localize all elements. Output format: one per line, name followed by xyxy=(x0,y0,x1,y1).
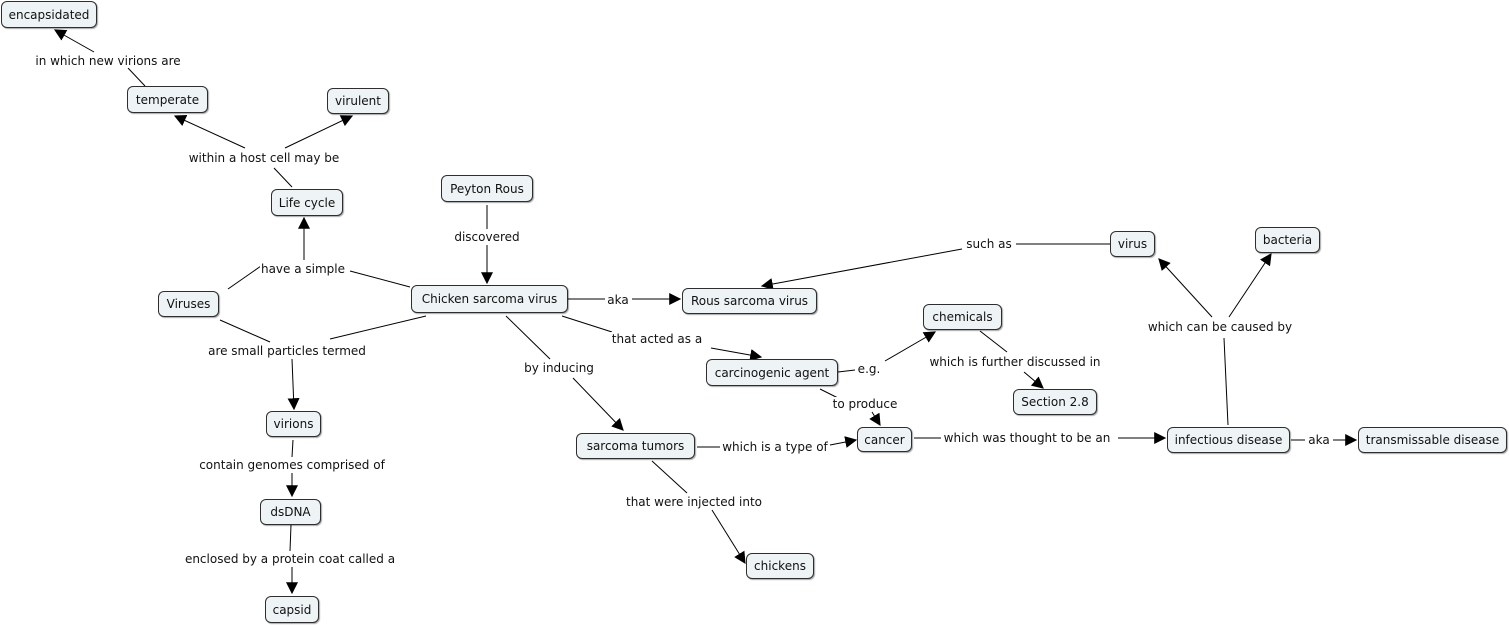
concept-chicken-sarcoma-virus[interactable]: Chicken sarcoma virus xyxy=(411,285,568,313)
link-to-produce[interactable]: to produce xyxy=(831,397,899,411)
link-enclosed-by-a-protein-coat[interactable]: enclosed by a protein coat called a xyxy=(183,552,397,566)
concept-viruses[interactable]: Viruses xyxy=(158,291,219,317)
link-which-can-be-caused-by[interactable]: which can be caused by xyxy=(1146,320,1294,334)
concept-life-cycle[interactable]: Life cycle xyxy=(271,189,343,216)
link-which-was-thought-to-be-an[interactable]: which was thought to be an xyxy=(942,431,1112,445)
link-such-as[interactable]: such as xyxy=(965,237,1013,251)
link-that-acted-as-a[interactable]: that acted as a xyxy=(610,332,704,346)
link-within-a-host-cell-may-be[interactable]: within a host cell may be xyxy=(187,151,341,165)
concept-cancer[interactable]: cancer xyxy=(857,427,912,452)
link-are-small-particles-termed[interactable]: are small particles termed xyxy=(207,344,367,358)
link-aka-rous[interactable]: aka xyxy=(606,293,630,307)
concept-virulent[interactable]: virulent xyxy=(327,88,389,114)
link-have-a-simple[interactable]: have a simple xyxy=(259,262,347,276)
concept-section-2-8[interactable]: Section 2.8 xyxy=(1013,389,1097,415)
link-which-is-a-type-of[interactable]: which is a type of xyxy=(721,440,829,454)
concept-chemicals[interactable]: chemicals xyxy=(923,304,1002,330)
link-aka-transmissable[interactable]: aka xyxy=(1307,433,1331,447)
concept-carcinogenic-agent[interactable]: carcinogenic agent xyxy=(706,359,838,386)
concept-bacteria[interactable]: bacteria xyxy=(1255,227,1320,253)
concept-dsdna[interactable]: dsDNA xyxy=(260,499,321,525)
concept-chickens[interactable]: chickens xyxy=(746,553,814,579)
link-by-inducing[interactable]: by inducing xyxy=(523,361,595,375)
link-discovered[interactable]: discovered xyxy=(453,230,521,244)
link-in-which-new-virions-are[interactable]: in which new virions are xyxy=(34,54,182,68)
concept-temperate[interactable]: temperate xyxy=(127,86,208,113)
concept-virions[interactable]: virions xyxy=(266,411,321,437)
link-contain-genomes-comprised-of[interactable]: contain genomes comprised of xyxy=(198,458,386,472)
link-which-is-further-discussed-in[interactable]: which is further discussed in xyxy=(928,355,1102,369)
concept-virus[interactable]: virus xyxy=(1110,231,1155,257)
link-that-were-injected-into[interactable]: that were injected into xyxy=(624,495,764,509)
concept-encapsidated[interactable]: encapsidated xyxy=(1,1,97,28)
concept-sarcoma-tumors[interactable]: sarcoma tumors xyxy=(576,433,695,459)
concept-peyton-rous[interactable]: Peyton Rous xyxy=(441,175,533,202)
concept-rous-sarcoma-virus[interactable]: Rous sarcoma virus xyxy=(682,288,817,314)
concept-transmissable-disease[interactable]: transmissable disease xyxy=(1358,427,1507,453)
concept-capsid[interactable]: capsid xyxy=(265,596,319,623)
concept-infectious-disease[interactable]: infectious disease xyxy=(1167,427,1290,453)
link-e-g[interactable]: e.g. xyxy=(856,362,882,376)
